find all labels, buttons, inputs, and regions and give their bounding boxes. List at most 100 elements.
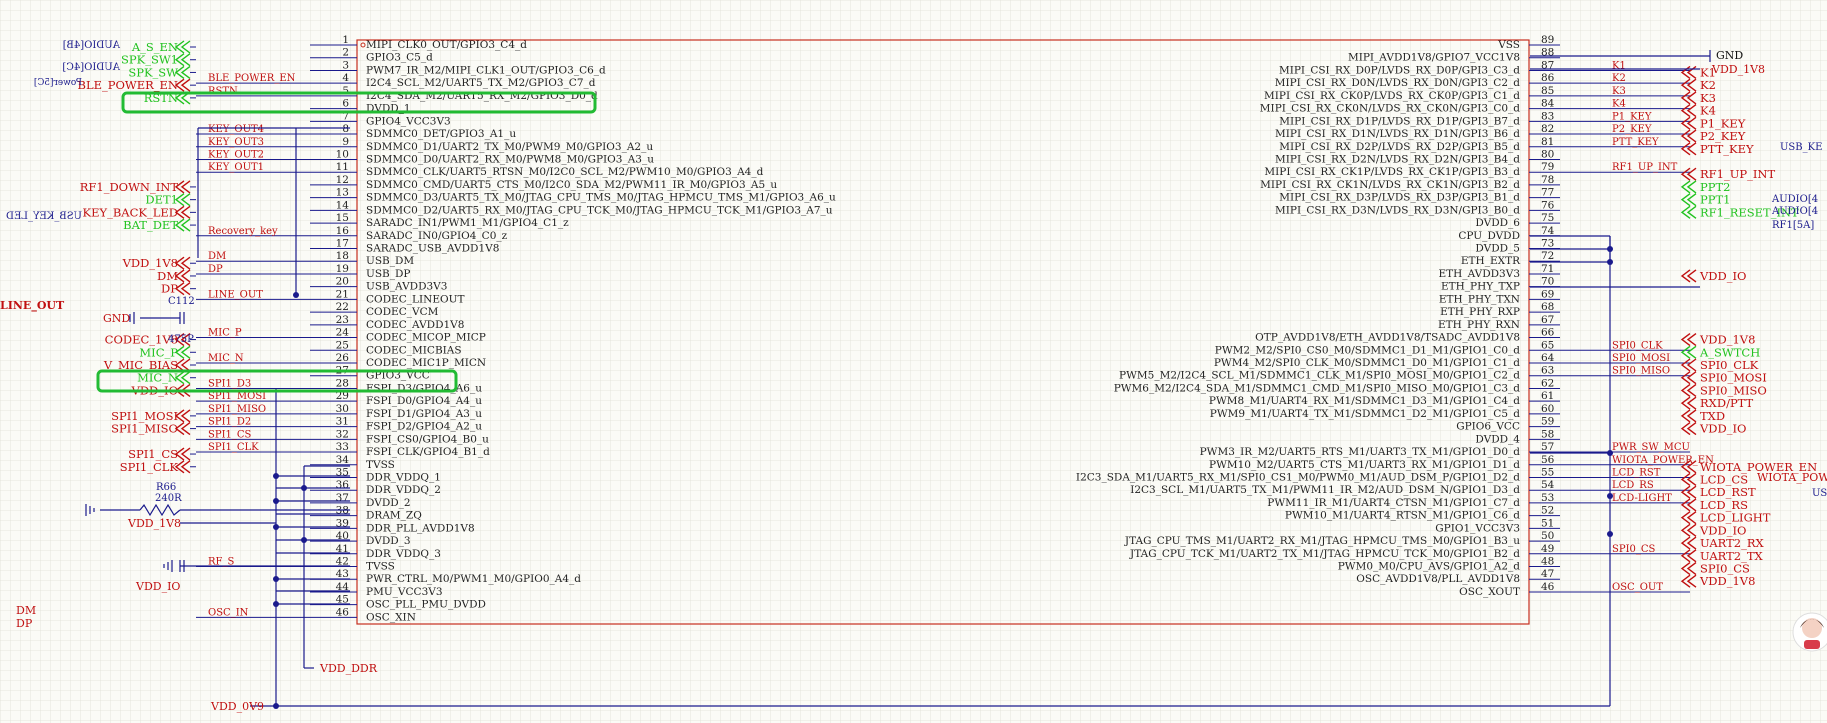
right-port-label[interactable]: P2_KEY [1700,129,1746,143]
right-port-label[interactable]: K2 [1700,78,1716,92]
left-port-label[interactable]: V_MIC_BIAS [103,358,178,372]
assistant-avatar[interactable] [1792,612,1827,652]
left-port-label[interactable]: DP [161,282,178,296]
left-net-label: KEY_OUT4 [208,124,264,135]
left-net-label: KEY_OUT3 [208,137,264,148]
right-port-label[interactable]: SPI0_CLK [1700,358,1759,372]
left-port-arrow [174,193,185,207]
right-port-label[interactable]: LCD_RS [1700,498,1748,512]
right-pin-column: 89VSS88MIPI_AVDD1V8/GPIO7_VCC1V887MIPI_C… [1076,34,1560,598]
gnd-top-label: GND [1716,49,1743,62]
right-port-label[interactable]: WIOTA_POWER_EN [1700,460,1817,474]
left-pin-number: 21 [336,288,349,300]
left-port-label[interactable]: MIC_P [139,345,178,359]
right-port-label[interactable]: TXD [1700,409,1725,423]
right-port-arrow [1686,422,1697,436]
left-port-label[interactable]: SPI1_MOSI [111,409,178,423]
right-pin-number: 57 [1541,441,1554,453]
right-port-label[interactable]: PPT2 [1700,180,1730,194]
right-port-label[interactable]: RXD/PTT [1700,396,1754,410]
right-port-label[interactable]: K1 [1700,65,1716,79]
right-port-label[interactable]: UART2_TX [1700,549,1764,563]
right-port-label[interactable]: PPT1 [1700,193,1730,207]
right-net-label: LCD-LIGHT [1612,493,1672,504]
right-port-arrow [1686,345,1697,359]
right-port-arrow [1686,358,1697,372]
right-port-label[interactable]: A_SWTCH [1699,345,1760,359]
left-port-label[interactable]: MIC_N [137,371,178,385]
left-port-label[interactable]: RF1_DOWN_INT [80,180,179,194]
highlight-box-vdd-io[interactable] [96,369,458,393]
left-pin-name: OSC_XIN [366,611,416,623]
left-port-label[interactable]: SPI1_CS [128,447,178,461]
left-port-label[interactable]: A_S_EN [131,40,178,54]
left-pin-name: I2C4_SCL_M2/UART5_TX_M2/GPIO3_C7_d [366,77,596,89]
left-pin-name: PWM7_IR_M2/MIPI_CLK1_OUT/GPIO3_C6_d [366,64,606,76]
right-port-label[interactable]: RF1_RESET_INT [1700,205,1799,219]
right-pin-name: MIPI_CSI_RX_D0P/LVDS_RX_D0P/GPI3_C3_d [1279,64,1520,76]
wiota-pow-port: WIOTA_POW [1757,471,1827,484]
left-port-arrow [174,371,185,385]
right-port-arrow [1686,269,1697,283]
right-pin-name: ETH_AVDD3V3 [1439,268,1521,280]
right-port-label[interactable]: LCD_LIGHT [1700,511,1771,525]
right-port-label[interactable]: VDD_1V8 [1699,333,1755,347]
right-port-label[interactable]: SPI0_CS [1700,562,1750,576]
left-pin-name: FSPI_D1/GPIO4_A3_u [366,408,482,420]
left-port-label[interactable]: DET1 [145,193,178,207]
left-pin-number: 41 [336,543,349,555]
left-port-label[interactable]: SPI1_MISO [111,422,178,436]
left-port-label[interactable]: SPI1_CLK [120,460,179,474]
right-port-arrow [1680,472,1691,487]
right-port-label[interactable]: VDD_IO [1699,269,1746,283]
right-port-arrow [1680,409,1691,423]
right-port-label[interactable]: UART2_RX [1700,536,1764,550]
left-pin-number: 38 [336,505,349,517]
right-port-label[interactable]: LCD_CS [1700,472,1748,486]
right-port-label[interactable]: K3 [1700,91,1716,105]
left-port-label[interactable]: SPK_SW [128,65,178,79]
highlight-box-rstn[interactable] [121,91,597,114]
left-port-label[interactable]: BAT_DET [123,218,178,232]
right-port-label[interactable]: VDD_IO [1699,523,1746,537]
left-pin-number: 44 [336,581,350,593]
left-port-label[interactable]: DM [157,269,178,283]
left-port-label[interactable]: CODEC_1V8 [105,333,178,347]
left-pin-number: 45 [336,594,349,606]
left-pin-name: OSC_PLL_PMU_DVDD [366,599,486,611]
right-port-label[interactable]: K4 [1700,104,1716,118]
right-pin-number: 70 [1541,276,1554,288]
left-port-label[interactable]: KEY_BACK_LED [83,205,178,219]
resistor-r66 [139,503,181,517]
right-port-label[interactable]: SPI0_MISO [1700,383,1767,397]
right-port-label[interactable]: LCD_RST [1700,485,1756,499]
right-port-label[interactable]: RF1_UP_INT [1700,167,1775,181]
left-pin-name: DRAM_ZQ [366,510,422,522]
right-pin-number: 50 [1541,530,1554,542]
left-net-label: KEY_OUT1 [208,162,264,173]
right-port-arrow [1680,91,1691,105]
right-pin-name: GPIO1_VCC3V3 [1435,522,1520,534]
left-port-arrow [174,256,185,270]
right-port-label[interactable]: VDD_1V8 [1699,574,1755,588]
right-pin-number: 75 [1541,212,1554,224]
right-port-label[interactable]: VDD_IO [1699,422,1746,436]
left-port-arrow [180,40,191,54]
right-port-arrow [1680,180,1691,194]
ic-body [356,39,1530,625]
left-port-arrow [180,460,191,474]
left-pin-name: SDMMC0_CMD/UART5_CTS_M0/I2C0_SDA_M2/PWM1… [366,179,777,191]
left-port-label[interactable]: SPK_SW1 [121,53,178,67]
right-pin-number: 89 [1541,34,1554,46]
left-port-label[interactable]: BLE_POWER_EN [78,78,178,92]
left-port-label[interactable]: VDD_1V8 [122,256,178,270]
right-port-arrow [1686,333,1697,347]
right-port-label[interactable]: SPI0_MOSI [1700,371,1767,385]
left-pin-name: SARADC_IN0/GPIO4_C0_z [366,230,508,242]
right-port-label[interactable]: PTT_KEY [1700,142,1754,156]
right-port-label[interactable]: P1_KEY [1700,116,1746,130]
ground-symbol [85,312,173,572]
left-pin-number: 39 [336,517,349,529]
right-net-label: P2_KEY [1612,124,1652,135]
